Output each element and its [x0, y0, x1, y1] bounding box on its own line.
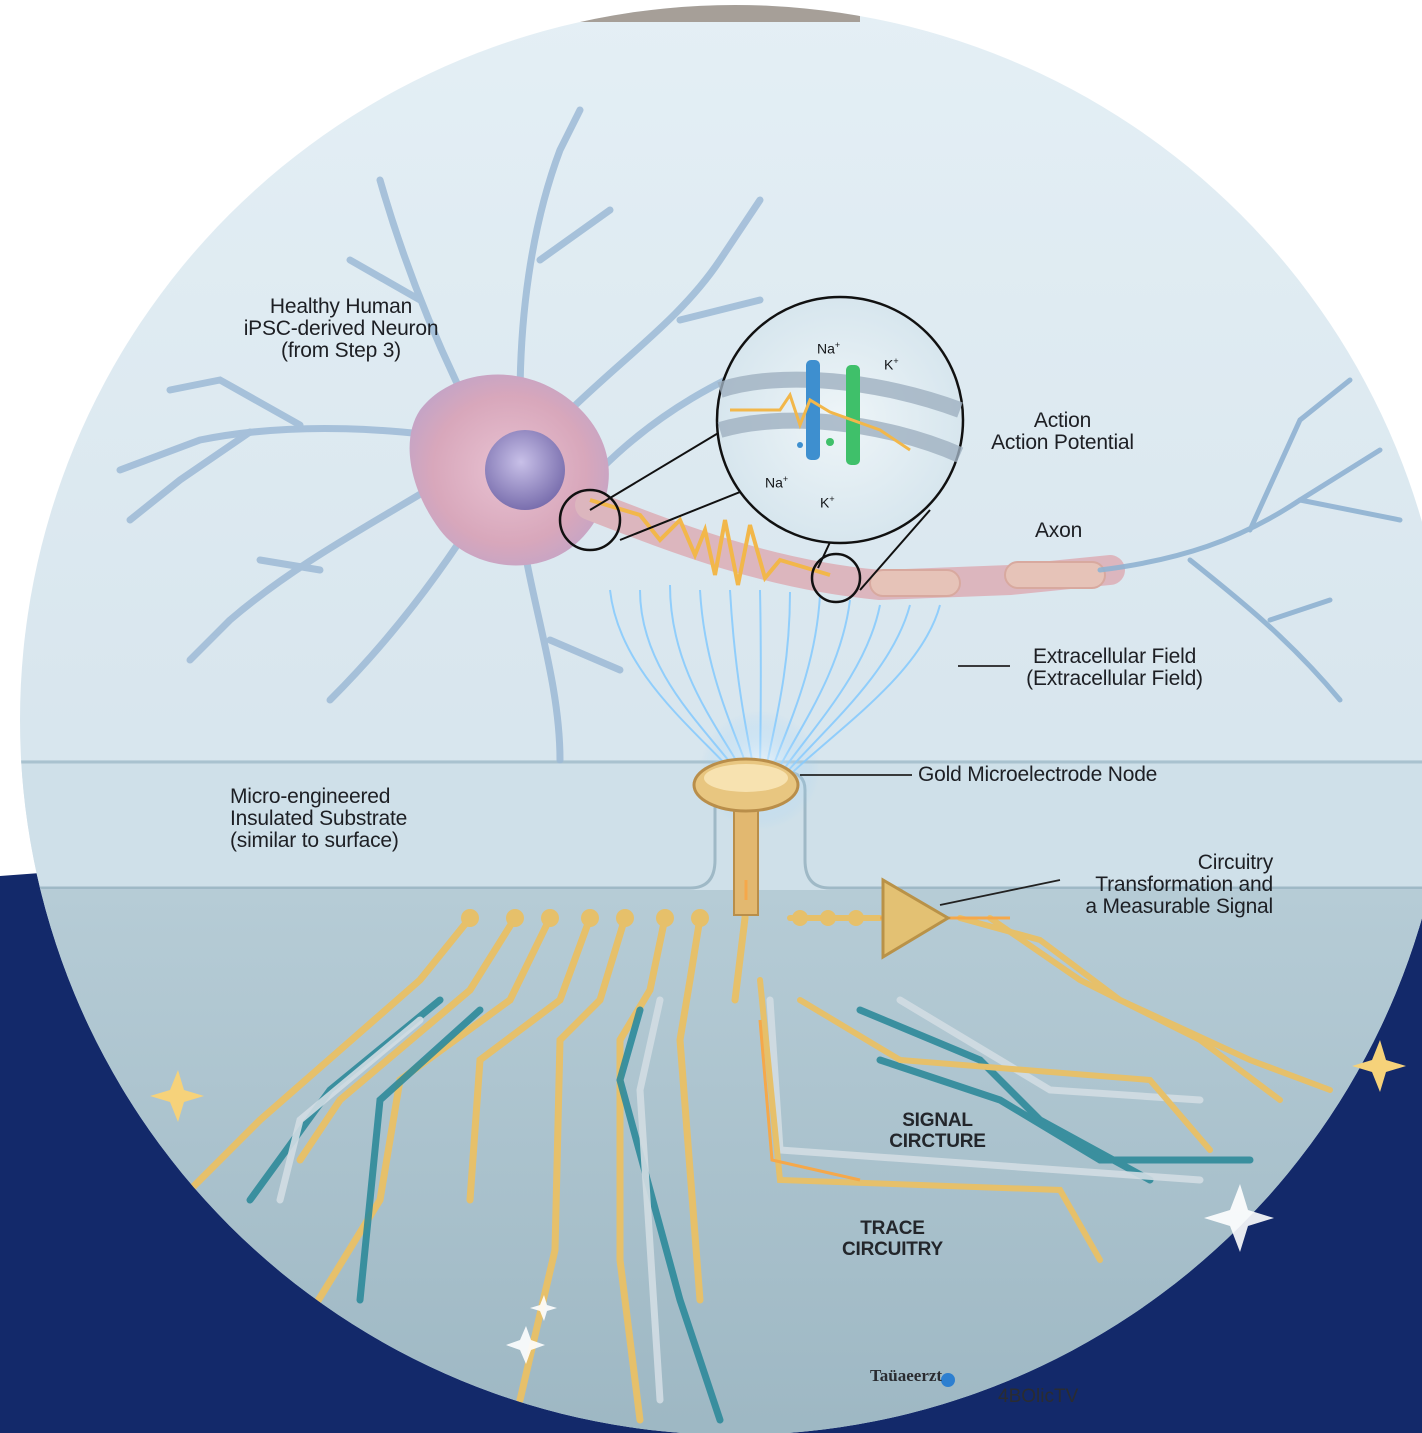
garbled-text-1: Taüaeerzt	[870, 1366, 942, 1386]
signal-circuit-label: SIGNAL CIRCTURE	[870, 1110, 1005, 1152]
neuron-nucleus	[485, 430, 565, 510]
ion-na-top: Na+	[817, 340, 840, 357]
action-potential-label: Action Action Potential	[970, 410, 1155, 454]
extracellular-field-label: Extracellular Field (Extracellular Field…	[1012, 646, 1217, 690]
substrate-label: Micro-engineered Insulated Substrate (si…	[230, 786, 407, 852]
neuron-label: Healthy Human iPSC-derived Neuron (from …	[226, 296, 456, 362]
garbled-text-2: 4BOlicTV	[998, 1386, 1078, 1408]
axon-label: Axon	[1035, 520, 1082, 542]
ion-k-bottom: K+	[820, 494, 835, 511]
circuitry-label: Circuitry Transformation and a Measurabl…	[1055, 852, 1273, 918]
trace-circuitry-label: TRACE CIRCUITRY	[825, 1218, 960, 1260]
electrode-label: Gold Microelectrode Node	[918, 764, 1157, 786]
ion-k-top: K+	[884, 356, 899, 373]
ion-na-bottom: Na+	[765, 474, 788, 491]
